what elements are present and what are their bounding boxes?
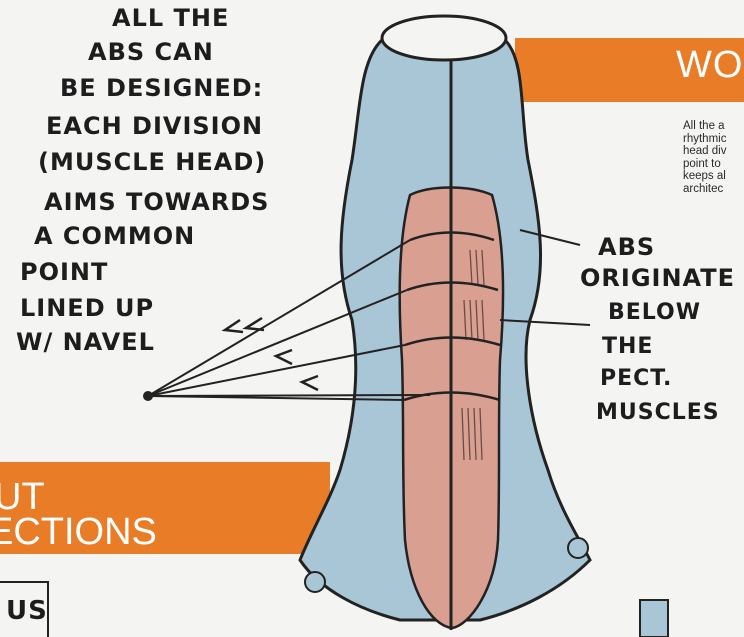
note-left-line: ABS CAN [88, 40, 214, 64]
note-right-line: ORIGINATE [580, 266, 735, 290]
corner-fragment-text: US [6, 598, 48, 624]
note-right-line: PECT. [600, 368, 672, 390]
note-left-line: (MUSCLE HEAD) [38, 150, 266, 174]
note-right-line: THE [602, 336, 653, 358]
note-right-line: MUSCLES [596, 402, 720, 424]
note-left-line: BE DESIGNED: [60, 76, 263, 100]
note-left-line: EACH DIVISION [46, 114, 263, 138]
neck-opening [382, 16, 506, 60]
note-left-line: A COMMON [34, 224, 195, 248]
navel-focal-point [143, 391, 153, 401]
note-right-line: ABS [598, 235, 655, 259]
note-right-line: BELOW [608, 302, 701, 324]
note-left-line: W/ NAVEL [16, 330, 155, 354]
note-left-line: POINT [20, 260, 108, 284]
note-left-line: AIMS TOWARDS [44, 190, 269, 214]
note-left-line: LINED UP [20, 296, 154, 320]
note-left-line: ALL THE [112, 6, 229, 30]
